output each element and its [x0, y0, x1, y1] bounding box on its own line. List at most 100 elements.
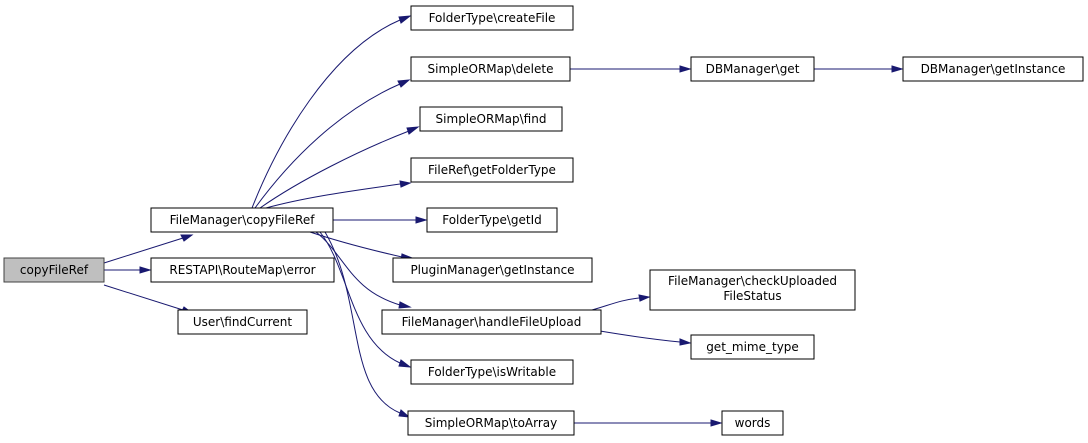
node-label: FileManager\handleFileUpload	[402, 315, 582, 329]
node-box	[410, 5, 574, 31]
arrowhead	[398, 15, 412, 24]
node-pmGetInstance[interactable]: PluginManager\getInstance	[392, 257, 593, 283]
edges-layer	[103, 15, 904, 427]
arrowhead	[638, 294, 651, 302]
arrowhead	[180, 234, 194, 242]
node-label: words	[735, 416, 771, 430]
arrowhead	[139, 266, 152, 274]
edge-handleFileUpload-to-getMimeType	[599, 330, 692, 346]
node-label: PluginManager\getInstance	[410, 263, 574, 277]
node-box	[410, 56, 571, 82]
node-label: FolderType\createFile	[429, 11, 556, 25]
arrowhead	[415, 216, 428, 224]
edge-line	[315, 231, 401, 306]
node-box	[177, 309, 308, 335]
node-dbGet[interactable]: DBManager\get	[690, 56, 815, 82]
node-getMimeType[interactable]: get_mime_type	[690, 334, 815, 360]
node-box	[410, 157, 574, 183]
node-label: User\findCurrent	[193, 315, 293, 329]
node-box	[150, 257, 335, 283]
arrowhead	[398, 409, 411, 418]
node-copyFileRefFM[interactable]: FileManager\copyFileRef	[150, 207, 334, 233]
edge-copyFileRefFM-to-getFolderType	[265, 180, 412, 209]
edge-line	[599, 330, 681, 343]
arrowhead	[397, 79, 411, 88]
node-label: RESTAPI\RouteMap\error	[169, 263, 315, 277]
edge-copyFileRefFM-to-toArray	[324, 231, 411, 418]
node-box	[419, 106, 563, 132]
node-label: FileManager\copyFileRef	[170, 213, 316, 227]
node-getFolderType[interactable]: FileRef\getFolderType	[410, 157, 574, 183]
node-label: DBManager\getInstance	[921, 62, 1066, 76]
edge-line	[324, 231, 401, 414]
edge-handleFileUpload-to-checkUploaded	[591, 294, 651, 311]
node-box	[426, 207, 558, 233]
edge-copyFileRefFM-to-handleFileUpload	[315, 231, 412, 309]
edge-copyFileRefFM-to-ormFind	[259, 126, 420, 209]
edge-line	[265, 183, 401, 209]
node-box	[410, 359, 574, 385]
node-label: get_mime_type	[706, 340, 799, 354]
node-label: SimpleORMap\delete	[428, 62, 554, 76]
arrowhead	[398, 359, 412, 368]
node-toArray[interactable]: SimpleORMap\toArray	[407, 410, 575, 436]
node-ormFind[interactable]: SimpleORMap\find	[419, 106, 563, 132]
edge-line	[259, 130, 410, 209]
node-label: FolderType\getId	[442, 213, 542, 227]
arrowhead	[891, 65, 904, 73]
edge-ormDelete-to-dbGet	[570, 65, 692, 73]
node-box	[649, 269, 856, 311]
node-label: FileManager\checkUploaded	[668, 274, 837, 288]
arrowhead	[679, 65, 692, 73]
edge-line	[103, 237, 184, 264]
edge-copyFileRefFM-to-pmGetInstance	[309, 231, 414, 261]
edge-copyFileRefFM-to-ormDelete	[254, 79, 411, 209]
node-copyFileRef[interactable]: copyFileRef	[3, 257, 105, 283]
arrowhead	[406, 126, 420, 135]
node-ormDelete[interactable]: SimpleORMap\delete	[410, 56, 571, 82]
node-label-line2: FileStatus	[723, 289, 781, 303]
node-label: FileRef\getFolderType	[428, 163, 556, 177]
nodes-layer: copyFileRef FileManager\copyFileRefRESTAP…	[3, 5, 1084, 436]
node-createFile[interactable]: FolderType\createFile	[410, 5, 574, 31]
edge-copyFileRef-to-findCurrent	[103, 284, 194, 314]
edge-line	[319, 231, 401, 364]
node-dbGetInstance[interactable]: DBManager\getInstance	[902, 56, 1084, 82]
node-routeMapError[interactable]: RESTAPI\RouteMap\error	[150, 257, 335, 283]
arrowhead	[679, 338, 692, 346]
edge-copyFileRefFM-to-createFile	[251, 15, 412, 209]
node-box	[392, 257, 593, 283]
node-box	[3, 257, 105, 283]
edge-line	[251, 19, 401, 209]
node-label: FolderType\isWritable	[428, 365, 556, 379]
node-label: SimpleORMap\find	[436, 112, 547, 126]
node-box	[407, 410, 575, 436]
edge-line	[309, 231, 403, 258]
node-box	[381, 309, 602, 335]
edge-line	[103, 284, 184, 311]
edge-copyFileRefFM-to-isWritable	[319, 231, 412, 368]
arrowhead	[398, 301, 412, 309]
node-box	[690, 56, 815, 82]
arrowhead	[399, 180, 412, 188]
node-handleFileUpload[interactable]: FileManager\handleFileUpload	[381, 309, 602, 335]
node-getId[interactable]: FolderType\getId	[426, 207, 558, 233]
edge-copyFileRef-to-routeMapError	[104, 266, 152, 274]
arrowhead	[710, 419, 723, 427]
node-words[interactable]: words	[721, 410, 784, 436]
edge-dbGet-to-dbGetInstance	[814, 65, 904, 73]
edge-line	[591, 297, 640, 311]
edge-line	[254, 83, 401, 209]
edge-toArray-to-words	[574, 419, 723, 427]
node-box	[721, 410, 784, 436]
node-findCurrent[interactable]: User\findCurrent	[177, 309, 308, 335]
node-isWritable[interactable]: FolderType\isWritable	[410, 359, 574, 385]
edge-copyFileRef-to-copyFileRefFM	[103, 234, 194, 264]
node-box	[902, 56, 1084, 82]
node-box	[150, 207, 334, 233]
node-label: SimpleORMap\toArray	[425, 416, 558, 430]
node-box	[690, 334, 815, 360]
edge-copyFileRefFM-to-getId	[333, 216, 428, 224]
